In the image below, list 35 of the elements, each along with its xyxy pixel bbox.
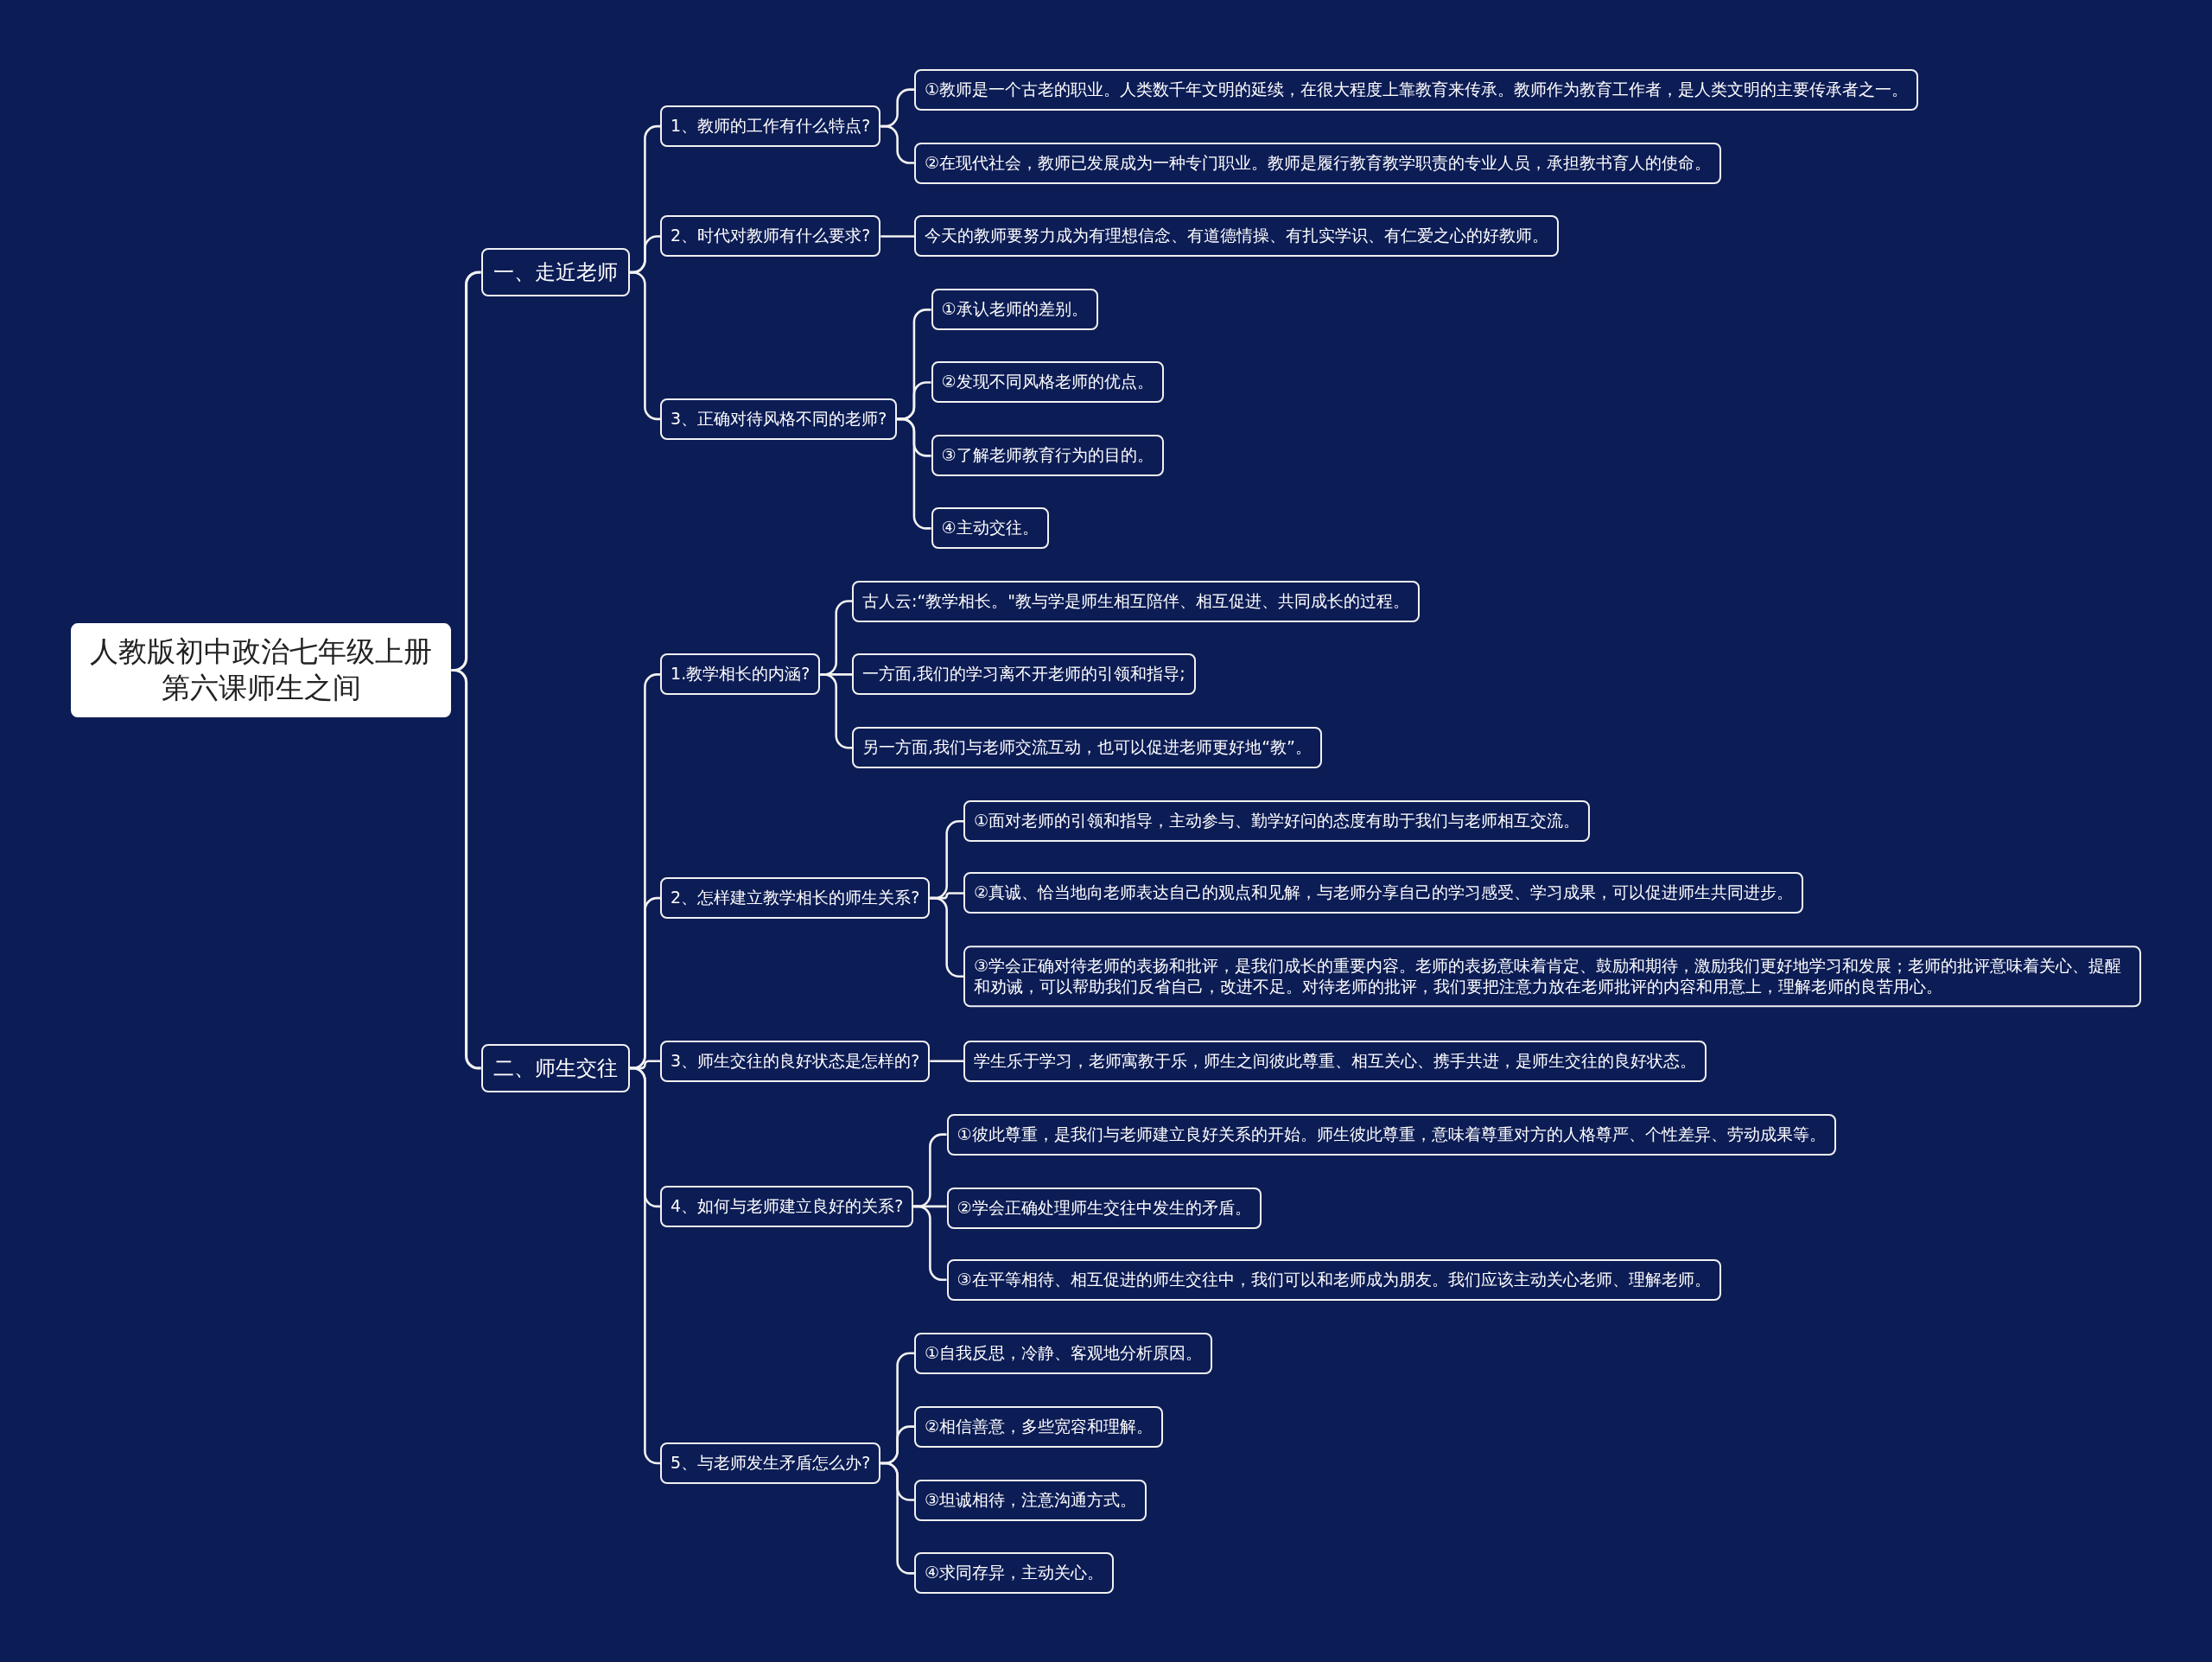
note-box: 古人云:“教学相长。"教与学是师生相互陪伴、相互促进、共同成长的过程。 — [852, 580, 1421, 622]
note-box: 学生乐于学习，老师寓教于乐，师生之间彼此尊重、相互关心、携手共进，是师生交往的良好状态。 — [963, 1040, 1707, 1082]
question-box: 1、教师的工作有什么特点? — [660, 105, 881, 148]
note-box: ②在现代社会，教师已发展成为一种专门职业。教师是履行教育教学职责的专业人员，承担教书育人的使命。 — [913, 142, 1721, 184]
note-box: ②学会正确处理师生交往中发生的矛盾。 — [946, 1187, 1262, 1229]
note-box: ①面对老师的引领和指导，主动参与、勤学好问的态度有助于我们与老师相互交流。 — [963, 800, 1591, 843]
note-box: ①自我反思，冷静、客观地分析原因。 — [913, 1332, 1212, 1374]
question-box: 4、如何与老师建立良好的关系? — [660, 1185, 914, 1227]
question-box: 2、怎样建立教学相长的师生关系? — [660, 877, 931, 920]
question-box: 3、师生交往的良好状态是怎样的? — [660, 1040, 931, 1082]
connector-line — [880, 235, 914, 238]
branch-topic-box: 二、师生交往 — [480, 1043, 630, 1092]
note-box: ③了解老师教育行为的目的。 — [931, 435, 1164, 477]
note-box: ③在平等相待、相互促进的师生交往中，我们可以和老师成为朋友。我们应该主动关心老师、理解老师。 — [946, 1258, 1721, 1301]
question-box: 2、时代对教师有什么要求? — [660, 215, 881, 258]
note-box: ①教师是一个古老的职业。人类数千年文明的延续，在很大程度上靠教育来传承。教师作为教育工作者，是人类文明的主要传承者之一。 — [913, 68, 1918, 111]
connector-line — [880, 124, 914, 164]
note-box: ③学会正确对待老师的表扬和批评，是我们成长的重要内容。老师的表扬意味着肯定、鼓励和期待，激励我们更好地学习和发展；老师的批评意味着关心、提醒和劝诫，可以帮助我们反省自己，改进不足。对待老师的批评，我们要把注意力放在老师批评的内容和用意上，理解老师的良苦用心。 — [963, 946, 2142, 1008]
note-box: 一方面,我们的学习离不开老师的引领和指导; — [852, 653, 1196, 696]
note-box: ②真诚、恰当地向老师表达自己的观点和见解，与老师分享自己的学习感受、学习成果，可以促进师生共同进步。 — [963, 872, 1804, 914]
question-box: 5、与老师发生矛盾怎么办? — [660, 1442, 881, 1485]
note-box: ①承认老师的差别。 — [931, 289, 1098, 331]
connector-line — [930, 1060, 964, 1063]
note-box: ②发现不同风格老师的优点。 — [931, 361, 1164, 404]
note-box: ④求同存异，主动关心。 — [913, 1552, 1114, 1595]
note-box: ①彼此尊重，是我们与老师建立良好关系的开始。师生彼此尊重，意味着尊重对方的人格尊严、个性差异、劳动成果等。 — [946, 1113, 1836, 1156]
question-box: 3、正确对待风格不同的老师? — [660, 398, 898, 440]
note-box: ③坦诚相待，注意沟通方式。 — [913, 1479, 1147, 1521]
note-box: ②相信善意，多些宽容和理解。 — [913, 1405, 1163, 1448]
question-box: 1.教学相长的内涵? — [660, 653, 821, 696]
note-box: 今天的教师要努力成为有理想信念、有道德情操、有扎实学识、有仁爱之心的好教师。 — [913, 215, 1559, 258]
central-topic-box: 人教版初中政治七年级上册第六课师生之间 — [70, 622, 452, 718]
branch-topic-box: 一、走近老师 — [480, 248, 630, 297]
note-box: ④主动交往。 — [931, 507, 1049, 550]
note-box: 另一方面,我们与老师交流互动，也可以促进老师更好地“教”。 — [852, 727, 1322, 769]
